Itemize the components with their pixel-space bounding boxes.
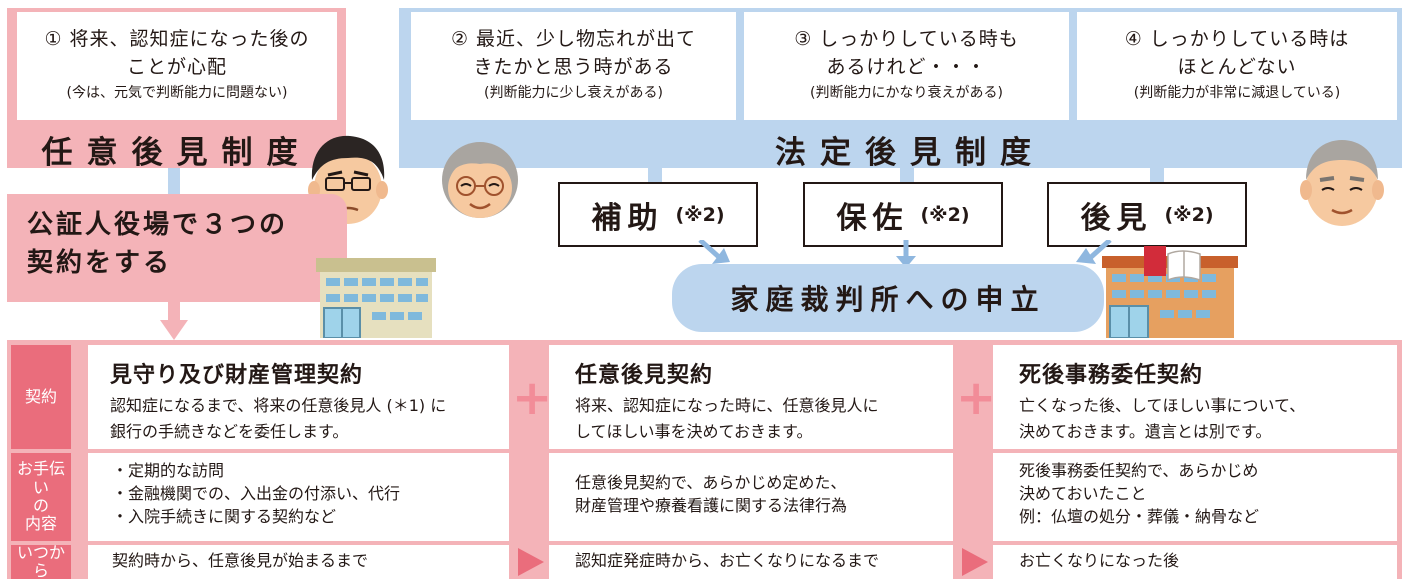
col1-title: 見守り及び財産管理契約 xyxy=(110,363,364,388)
notary-office-building-icon xyxy=(316,258,436,338)
row-label-contract: 契約 xyxy=(11,345,71,449)
condition-3-sub: (判断能力にかなり衰えがある) xyxy=(810,85,1003,102)
arrow-right-2 xyxy=(962,548,988,576)
col1-help-line1: ・定期的な訪問 xyxy=(112,461,225,480)
type-box-hojo: 補助 (※2) xyxy=(558,182,758,247)
voluntary-guardianship-title: 任意後見制度 xyxy=(41,135,312,171)
condition-3-line1: ③ しっかりしている時も xyxy=(794,28,1019,50)
grandfather-face-icon xyxy=(1300,140,1384,226)
col3-title: 死後事務委任契約 xyxy=(1019,363,1204,388)
row-label-help-line2: の xyxy=(32,496,49,515)
col2-desc-line1: 将来、認知症になった時に、任意後見人に xyxy=(575,396,879,415)
col1-when-cell: 契約時から、任意後見が始まるまで xyxy=(88,545,509,579)
type-label-hosa: 保佐 xyxy=(836,200,909,236)
contract-line1: 公証人役場で３つの xyxy=(27,210,289,240)
col3-help-line1: 死後事務委任契約で、あらかじめ xyxy=(1019,461,1259,480)
col1-when: 契約時から、任意後見が始まるまで xyxy=(112,551,369,570)
col1-contract-cell: 見守り及び財産管理契約 認知症になるまで、将来の任意後見人 (＊1) に 銀行の… xyxy=(88,345,509,449)
col1-desc-line1: 認知症になるまで、将来の任意後見人 (＊1) に xyxy=(110,396,447,415)
type-box-kouken: 後見 (※2) xyxy=(1047,182,1247,247)
col3-help-cell: 死後事務委任契約で、あらかじめ 決めておいたこと 例：仏壇の処分・葬儀・納骨など xyxy=(993,453,1397,541)
col2-title: 任意後見契約 xyxy=(575,363,714,388)
col3-when-cell: お亡くなりになった後 xyxy=(993,545,1397,579)
col3-help-line2: 決めておいたこと xyxy=(1019,484,1147,504)
voluntary-connector xyxy=(168,168,180,194)
condition-box-1: ① 将来、認知症になった後の ことが心配 (今は、元気で判断能力に問題ない) xyxy=(17,12,337,120)
notary-contract-box: 公証人役場で３つの 契約をする xyxy=(7,194,347,302)
condition-box-3: ③ しっかりしている時も あるけれど・・・ (判断能力にかなり衰えがある) xyxy=(744,12,1069,120)
condition-4-line1: ④ しっかりしている時は xyxy=(1124,28,1350,50)
col1-desc-line2: 銀行の手続きなどを委任します。 xyxy=(110,421,349,441)
condition-3-line2: あるけれど・・・ xyxy=(826,55,987,78)
col1-help-cell: ・定期的な訪問 ・金融機関での、入出金の付添い、代行 ・入院手続きに関する契約な… xyxy=(88,453,509,541)
row-label-when: いつから xyxy=(11,543,71,579)
family-court-petition: 家庭裁判所への申立 xyxy=(672,264,1104,332)
condition-box-2: ② 最近、少し物忘れが出て きたかと思う時がある (判断能力に少し衰えがある) xyxy=(411,12,736,120)
col2-when: 認知症発症時から、お亡くなりになるまで xyxy=(575,551,880,570)
row-label-help: お手伝い の 内容 xyxy=(11,453,71,541)
arrow-right-1 xyxy=(518,548,544,576)
condition-1-sub: (今は、元気で判断能力に問題ない) xyxy=(66,85,288,102)
condition-box-4: ④ しっかりしている時は ほとんどない (判断能力が非常に減退している) xyxy=(1077,12,1397,120)
col2-contract-cell: 任意後見契約 将来、認知症になった時に、任意後見人に してほしい事を決めておきま… xyxy=(549,345,953,449)
col2-help-line1: 任意後見契約で、あらかじめ定めた、 xyxy=(575,473,847,492)
condition-2-line2: きたかと思う時がある xyxy=(473,55,674,78)
contract-down-arrow xyxy=(160,320,188,340)
row-label-help-line3: 内容 xyxy=(24,514,57,534)
col3-when: お亡くなりになった後 xyxy=(1019,551,1180,570)
type-note-hosa: (※2) xyxy=(920,203,970,226)
statutory-guardianship-title: 法定後見制度 xyxy=(775,135,1045,171)
statutory-connector-3 xyxy=(1150,168,1164,182)
col2-when-cell: 認知症発症時から、お亡くなりになるまで xyxy=(549,545,953,579)
col3-desc-line1: 亡くなった後、してほしい事について、 xyxy=(1019,396,1306,415)
statutory-connector-2 xyxy=(900,168,914,182)
statutory-connector-1 xyxy=(648,168,662,182)
col1-help-line3: ・入院手続きに関する契約など xyxy=(112,507,337,527)
col2-desc-line2: してほしい事を決めておきます。 xyxy=(575,421,813,441)
grandmother-face-icon xyxy=(442,142,518,218)
row-label-help-line1: お手伝い xyxy=(16,459,65,497)
type-note-kouken: (※2) xyxy=(1164,203,1214,226)
col2-help-cell: 任意後見契約で、あらかじめ定めた、 財産管理や療養看護に関する法律行為 xyxy=(549,453,953,541)
condition-1-line1: ① 将来、認知症になった後の xyxy=(44,28,310,50)
condition-1-line2: ことが心配 xyxy=(126,55,227,78)
col2-help-line2: 財産管理や療養看護に関する法律行為 xyxy=(575,496,848,516)
contract-down-connector xyxy=(168,302,180,322)
contract-line2: 契約をする xyxy=(27,248,173,279)
col3-contract-cell: 死後事務委任契約 亡くなった後、してほしい事について、 決めておきます。遺言とは… xyxy=(993,345,1397,449)
type-label-kouken: 後見 xyxy=(1080,200,1153,236)
plus-sign-1: + xyxy=(512,370,553,426)
col3-help-line3: 例：仏壇の処分・葬儀・納骨など xyxy=(1019,507,1260,527)
book-icon xyxy=(1144,246,1201,282)
col1-help-line2: ・金融機関での、入出金の付添い、代行 xyxy=(112,484,401,504)
col3-desc-line2: 決めておきます。遺言とは別です。 xyxy=(1019,421,1272,441)
court-arrows xyxy=(698,240,1112,268)
type-note-hojo: (※2) xyxy=(675,203,725,226)
condition-4-sub: (判断能力が非常に減退している) xyxy=(1133,85,1341,102)
condition-2-line1: ② 最近、少し物忘れが出て xyxy=(450,28,697,50)
type-box-hosa: 保佐 (※2) xyxy=(803,182,1003,247)
condition-2-sub: (判断能力に少し衰えがある) xyxy=(484,85,663,102)
type-label-hojo: 補助 xyxy=(591,200,664,236)
plus-sign-2: + xyxy=(956,370,997,426)
condition-4-line2: ほとんどない xyxy=(1177,55,1297,78)
